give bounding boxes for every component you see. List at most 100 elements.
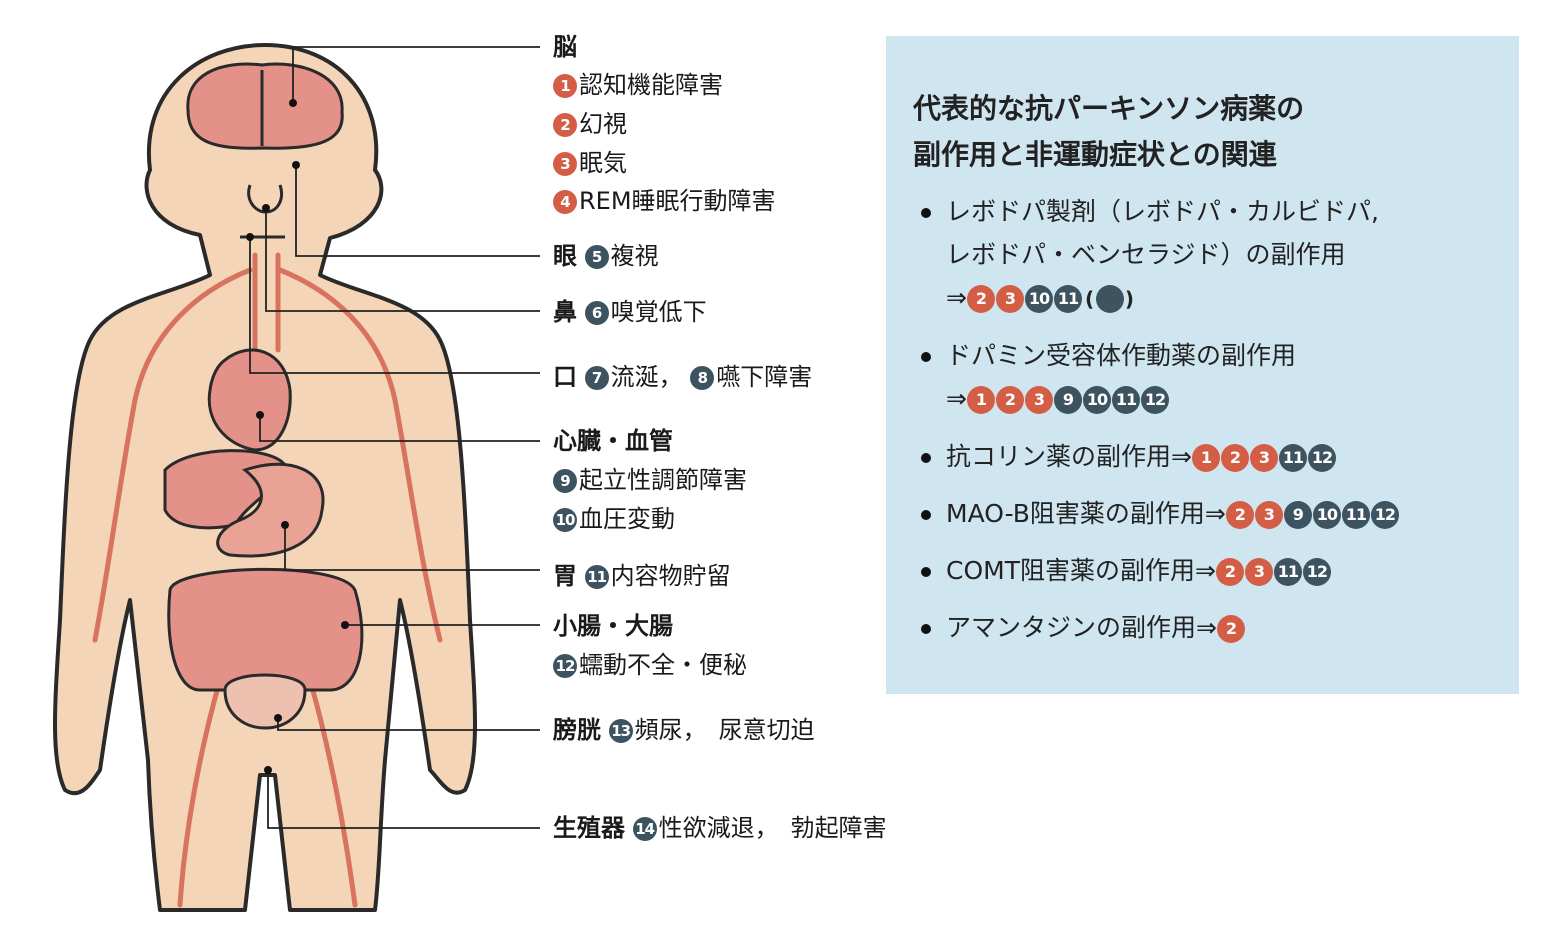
drug-side-effect-panel: 代表的な抗パーキンソン病薬の 副作用と非運動症状との関連 レボドパ製剤（レボドパ… — [886, 36, 1519, 694]
number-badge: 12 — [1302, 558, 1331, 586]
number-badge: 12 — [1370, 501, 1399, 529]
number-badge: 3 — [1024, 386, 1053, 414]
drug-text: レボドパ・ベンセラジド）の副作用 — [946, 240, 1346, 269]
bullet-icon — [921, 352, 931, 362]
symptom-text: 性欲減退， 勃起障害 — [658, 814, 887, 842]
number-badge: 6 — [584, 301, 609, 325]
arrow: ⇒ — [946, 384, 967, 413]
number-badge: 9 — [1053, 386, 1082, 414]
drug-text-line: レボドパ・ベンセラジド）の副作用 — [946, 240, 1379, 270]
number-badge: 12 — [1307, 444, 1336, 472]
organ-label: 心臓・血管 — [553, 426, 673, 456]
number-badge: 1 — [1191, 444, 1220, 472]
symptom-text: 流涎， — [610, 363, 683, 391]
symptom-text: 幻視 — [579, 110, 627, 138]
drug-text-line: ドパミン受容体作動薬の副作用 — [946, 341, 1296, 371]
organ-name: 心臓・血管 — [553, 427, 673, 455]
bullet-icon — [921, 567, 931, 577]
arrow: ⇒ — [946, 283, 967, 312]
organ-name: 鼻 — [553, 298, 577, 326]
symptom-text: 嗅覚低下 — [610, 298, 707, 326]
number-badge: 3 — [553, 152, 577, 176]
number-badge: 10 — [1312, 501, 1341, 529]
symptom-text: 嚥下障害 — [716, 363, 813, 391]
number-badge: 13 — [608, 719, 633, 743]
organ-label: 小腸・大腸 — [553, 611, 673, 641]
stomach — [216, 462, 325, 558]
drug-text: COMT阻害薬の副作用⇒ — [946, 556, 1216, 585]
organ-label: 脳 — [553, 32, 577, 62]
organ-name: 胃 — [553, 562, 577, 590]
optional-ref-badge: (12) — [1084, 285, 1136, 313]
drug-text: レボドパ製剤（レボドパ・カルビドパ, — [946, 197, 1379, 226]
organ-name: 眼 — [553, 242, 577, 270]
symptom-text: 認知機能障害 — [579, 71, 723, 99]
number-badge: 4 — [553, 190, 577, 214]
number-badge: 10 — [553, 508, 577, 532]
number-badge: 1 — [966, 386, 995, 414]
organ-name: 口 — [553, 363, 577, 391]
intestine — [167, 567, 364, 692]
number-badge: 5 — [584, 245, 609, 269]
organ-name: 生殖器 — [553, 814, 625, 842]
drug-text: アマンタジンの副作用⇒ — [946, 613, 1217, 642]
number-badge: 2 — [1225, 501, 1254, 529]
number-badge: 10 — [1024, 285, 1053, 313]
number-badge: 2 — [1220, 444, 1249, 472]
number-badge: 14 — [632, 817, 657, 841]
symptom-text: 眠気 — [579, 149, 627, 177]
bullet-icon — [921, 453, 931, 463]
number-badge: 7 — [584, 366, 609, 390]
number-badge: 2 — [1216, 615, 1245, 643]
symptom-text: 血圧変動 — [579, 505, 675, 533]
brain — [186, 62, 344, 150]
number-badge: 11 — [1273, 558, 1302, 586]
number-badge: 9 — [553, 469, 577, 493]
symptom-text: 起立性調節障害 — [579, 466, 747, 494]
number-badge: 11 — [1111, 386, 1140, 414]
number-badge: 2 — [553, 113, 577, 137]
number-badge: 2 — [1215, 558, 1244, 586]
number-badge: 8 — [690, 366, 715, 390]
bullet-icon — [921, 624, 931, 634]
symptom-text: 内容物貯留 — [610, 562, 731, 590]
symptom-text: 蠕動不全・便秘 — [579, 651, 747, 679]
drug-text: MAO-B阻害薬の副作用⇒ — [946, 499, 1226, 528]
number-badge: 3 — [1249, 444, 1278, 472]
organ-name: 膀胱 — [553, 716, 601, 744]
number-badge: 11 — [1278, 444, 1307, 472]
symptom-text: 複視 — [610, 242, 659, 270]
symptom-text: 頻尿， 尿意切迫 — [634, 716, 815, 744]
number-badge: 12 — [1140, 386, 1169, 414]
number-badge: 2 — [966, 285, 995, 313]
number-badge: 11 — [584, 565, 609, 589]
drug-text-line: アマンタジンの副作用⇒2 — [946, 613, 1246, 643]
organ-name: 脳 — [553, 33, 577, 61]
number-badge: 3 — [1254, 501, 1283, 529]
number-badge: 1 — [553, 74, 577, 98]
bullet-icon — [921, 208, 931, 218]
panel-title: 代表的な抗パーキンソン病薬の 副作用と非運動症状との関連 — [913, 92, 1305, 171]
number-badge: 12 — [553, 654, 577, 678]
